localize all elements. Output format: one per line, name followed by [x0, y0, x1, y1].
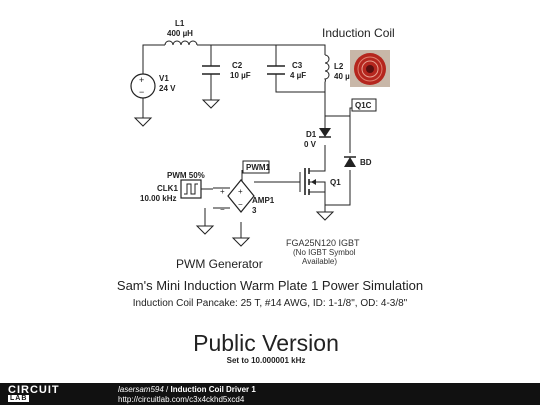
inductor-l1[interactable]: [164, 40, 198, 46]
diode-bd[interactable]: [344, 156, 356, 167]
l1-name: L1: [175, 19, 185, 28]
pwm-generator-label: PWM Generator: [176, 257, 263, 271]
setting-label: Set to 10.000001 kHz: [227, 356, 306, 365]
logo-lab-text: LAB: [8, 395, 30, 402]
footer-bar: [0, 383, 540, 405]
circuitlab-logo[interactable]: CIRCUIT: [8, 384, 60, 396]
c2-name: C2: [232, 61, 243, 70]
q1c-tag-text: Q1C: [355, 101, 372, 110]
d1-value: 0 V: [304, 140, 317, 149]
q1-name: Q1: [330, 178, 341, 187]
amplifier-amp1[interactable]: [227, 179, 255, 213]
voltage-source-v1[interactable]: [130, 73, 156, 99]
amp1-minus: −: [220, 205, 225, 214]
c3-value: 4 µF: [290, 71, 306, 80]
v1-plus: +: [139, 75, 144, 85]
footer-url-link[interactable]: http://circuitlab.com/c3x4ckhd5xcd4: [118, 395, 245, 404]
amp1-inner-minus: −: [238, 200, 243, 209]
version-label: Public Version: [193, 330, 339, 356]
pwm1-tag-text: PWM1: [246, 163, 271, 172]
amp1-inner-plus: +: [238, 187, 243, 196]
wire-network: [142, 44, 351, 238]
page-subtitle: Induction Coil Pancake: 25 T, #14 AWG, I…: [133, 298, 408, 309]
ground-symbols: [133, 99, 335, 247]
igbt-note-line2: Available): [302, 257, 337, 266]
footer-title: lasersam594 / Induction Coil Driver 1: [118, 385, 256, 394]
coil-label: Induction Coil: [322, 26, 395, 40]
v1-name: V1: [159, 74, 169, 83]
v1-value: 24 V: [159, 84, 176, 93]
l2-value: 40 µ: [334, 72, 350, 81]
footer-circuit-name: Induction Coil Driver 1: [170, 385, 256, 394]
pwm1-tag: [242, 160, 270, 174]
clk1-value: 10.00 kHz: [140, 194, 176, 203]
pwm-note: PWM 50%: [167, 171, 205, 180]
l1-value: 400 µH: [167, 29, 193, 38]
c3-name: C3: [292, 61, 303, 70]
clock-source-clk1[interactable]: [180, 179, 213, 199]
footer-user-link[interactable]: lasersam594: [118, 385, 164, 394]
capacitor-c3[interactable]: [267, 65, 285, 75]
page-title: Sam's Mini Induction Warm Plate 1 Power …: [117, 278, 423, 293]
coil-photo: [350, 50, 390, 87]
bd-name: BD: [360, 158, 372, 167]
capacitor-c2[interactable]: [202, 65, 220, 75]
clk1-name: CLK1: [157, 184, 178, 193]
circuitlab-logo-sub: LAB: [8, 395, 30, 402]
igbt-label: FGA25N120 IGBT: [286, 238, 360, 248]
amp1-name: AMP1: [252, 196, 275, 205]
transistor-q1[interactable]: [304, 165, 326, 195]
d1-name: D1: [306, 130, 317, 139]
footer-separator: /: [163, 385, 171, 394]
igbt-note-line1: (No IGBT Symbol: [293, 248, 356, 257]
inductor-l2[interactable]: [324, 54, 330, 83]
q1c-tag: [349, 98, 377, 116]
l2-name: L2: [334, 62, 344, 71]
amp1-value: 3: [252, 206, 257, 215]
v1-minus: −: [139, 87, 144, 97]
amp1-plus: +: [220, 187, 225, 196]
c2-value: 10 µF: [230, 71, 251, 80]
diode-d1[interactable]: [319, 128, 331, 138]
